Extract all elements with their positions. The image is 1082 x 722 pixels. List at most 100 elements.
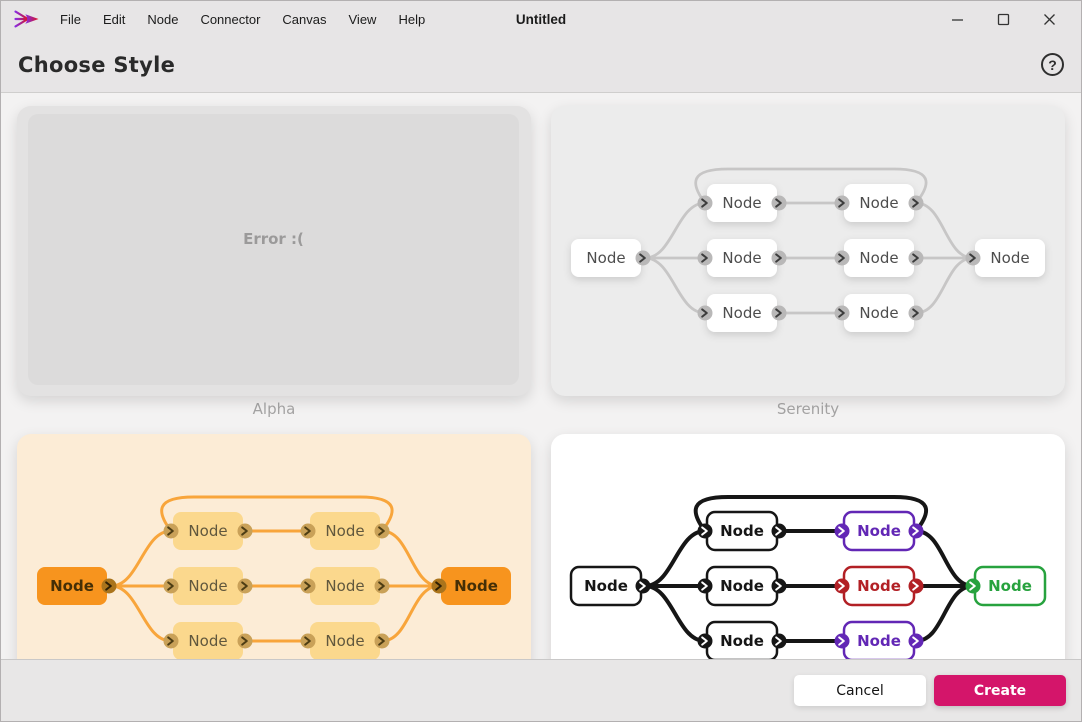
graph-node: Node [697,510,787,552]
graph-port [771,250,787,266]
graph-port-chevron [241,581,248,591]
graph-edge [693,495,928,533]
graph-port-chevron [167,526,174,536]
graph-node-label: Node [857,632,901,650]
menu-connector[interactable]: Connector [200,11,261,27]
graph-edge [643,256,707,315]
graph-port [237,578,253,594]
graph-node: Node [300,567,390,605]
graph-edge [380,529,441,588]
graph-node-label: Node [857,522,901,540]
graph-node: Node [163,567,253,605]
graph-port [374,523,390,539]
graph-port [374,578,390,594]
graph-port-chevron [639,253,646,263]
menu-view[interactable]: View [348,11,377,27]
graph-port-chevron [912,581,919,591]
titlebar: File Edit Node Connector Canvas View Hel… [1,1,1081,37]
graph-node: Node [965,565,1047,607]
graph-node: Node [834,510,924,552]
graph-port-chevron [241,526,248,536]
close-button[interactable] [1033,6,1065,32]
graph-port [697,305,713,321]
graph-port [374,633,390,649]
graph-port-chevron [701,253,708,263]
graph-node: Node [697,565,787,607]
graph-node-label: Node [188,632,227,650]
menu-file[interactable]: File [60,11,81,27]
graph-port-chevron [241,636,248,646]
maximize-button[interactable] [987,6,1019,32]
error-text: Error :( [243,229,304,248]
graph-port [908,305,924,321]
graph-edge [914,584,975,643]
graph-node: Node [965,239,1045,277]
graph-node-label: Node [722,249,761,267]
style-card-alpha[interactable]: Error :( [17,106,531,396]
graph-node-label: Node [722,304,761,322]
graph-edge [160,495,394,533]
graph-port-chevron [838,636,845,646]
minimize-button[interactable] [941,6,973,32]
graph-port-chevron [701,526,708,536]
graph-port-chevron [912,636,919,646]
graph-port-chevron [912,526,919,536]
graph-node: Node [697,239,787,277]
graph-port [635,578,651,594]
graph-node-label: Node [325,577,364,595]
style-cell-alpha: Error :( Alpha [17,106,531,434]
graph-edges [643,167,975,315]
graph-node-label: Node [720,522,764,540]
cancel-button[interactable]: Cancel [794,675,926,706]
dialog-footer: Cancel Create [1,659,1081,721]
graph-node: Node [571,239,651,277]
page-title: Choose Style [18,52,176,77]
graph-port-chevron [378,636,385,646]
graph-node: Node [300,622,390,659]
graph-port-chevron [969,581,976,591]
graph-port [697,578,713,594]
graph-node: Node [300,512,390,550]
graph-node: Node [834,184,924,222]
graph-port-chevron [775,526,782,536]
menu-node[interactable]: Node [147,11,179,27]
graph-port [101,578,117,594]
menu-edit[interactable]: Edit [102,11,126,27]
menu-help[interactable]: Help [398,11,426,27]
graph-node: Node [834,294,924,332]
graph-port-chevron [701,308,708,318]
graph-node-label: Node [988,577,1032,595]
graph-node-label: Node [722,194,761,212]
graph-node-label: Node [990,249,1029,267]
graph-port [771,195,787,211]
graph-node: Node [37,567,117,605]
help-icon[interactable]: ? [1041,53,1064,76]
graph-node: Node [163,622,253,659]
graph-port [635,250,651,266]
create-button[interactable]: Create [934,675,1066,706]
graph-edge [109,584,173,643]
graph-port [908,523,924,539]
graph-edge [643,529,707,588]
graph-port-chevron [912,198,919,208]
graph-port [834,195,850,211]
graph-port-chevron [701,636,708,646]
graph-port-chevron [304,526,311,536]
menu-canvas[interactable]: Canvas [282,11,327,27]
graph-node-label: Node [325,632,364,650]
graph-port [697,633,713,649]
style-name-serenity: Serenity [776,400,840,418]
graph-port [300,578,316,594]
graph-port [908,578,924,594]
graph-node: Node [163,512,253,550]
graph-port [163,633,179,649]
